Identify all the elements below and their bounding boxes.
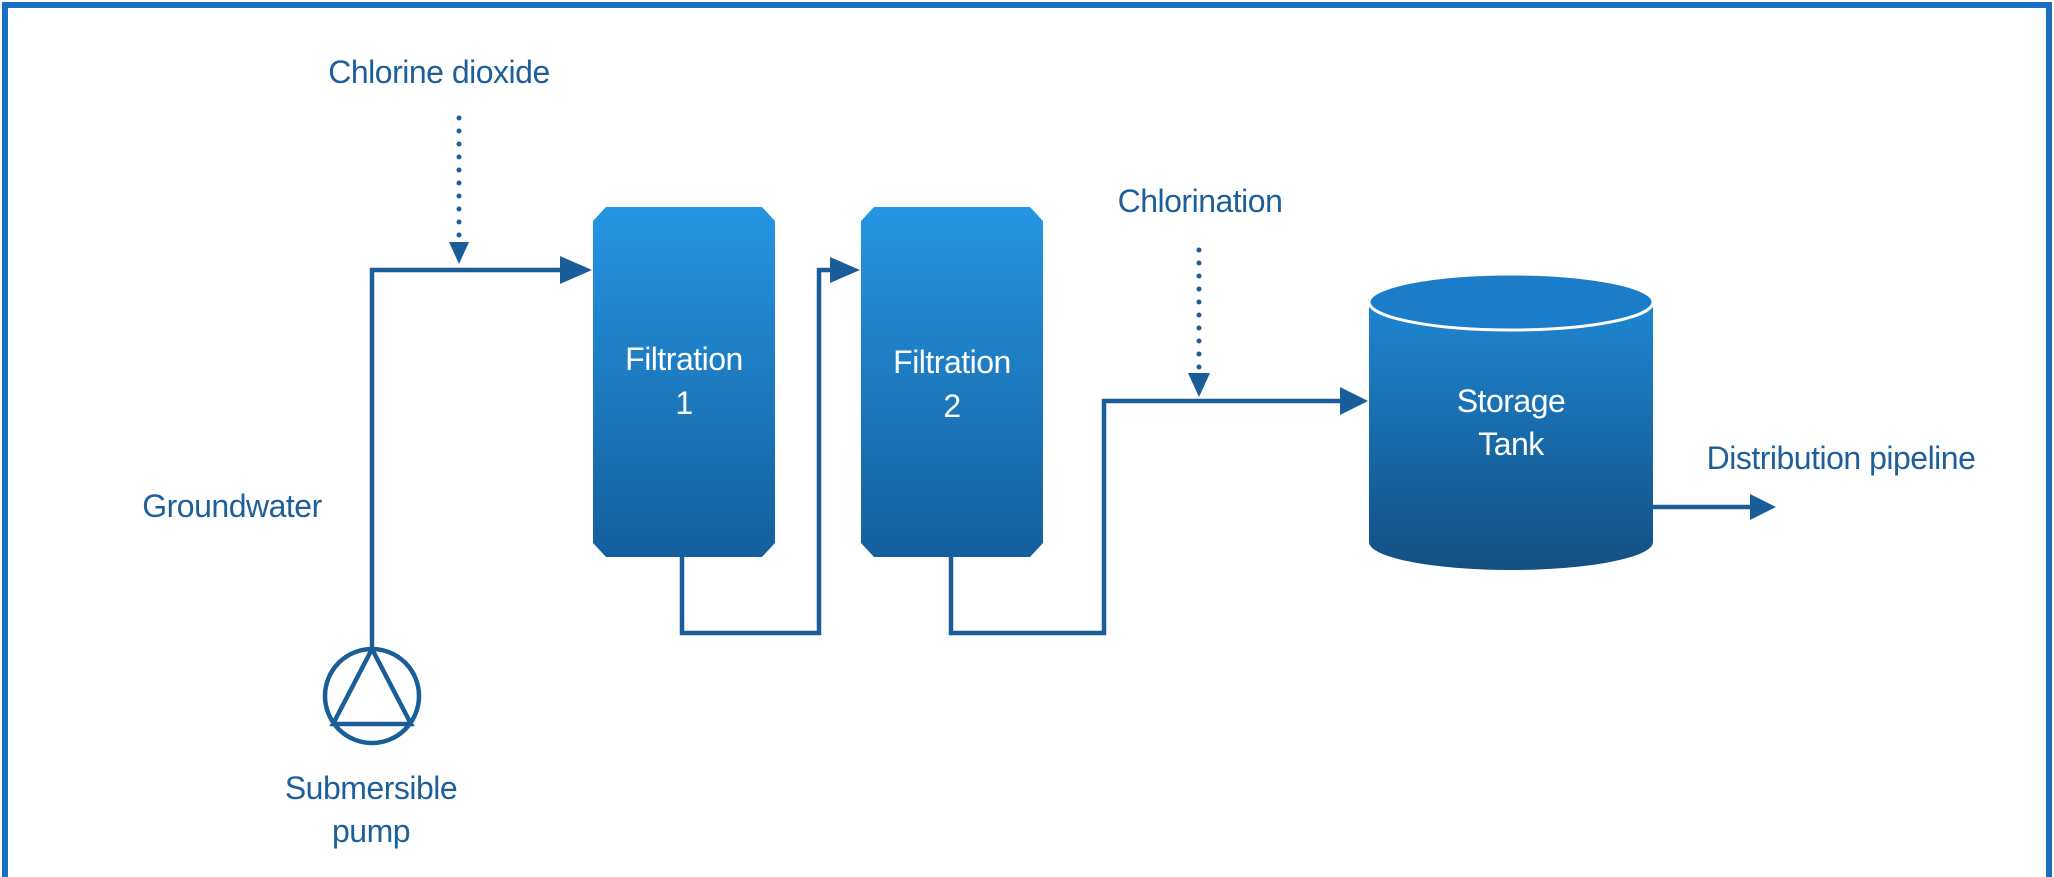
inlet-arrow-storage-tank [1340, 387, 1368, 415]
chlorine-dioxide-arrow-icon [449, 242, 469, 264]
filtration-2-label-line-1: Filtration [893, 344, 1011, 380]
pipe-f1-to-f2 [679, 267, 830, 636]
filtration-1-vessel [593, 207, 775, 557]
storage-tank-label-line-1: Storage [1457, 383, 1566, 419]
submersible-pump-label-line-2: pump [332, 813, 410, 849]
filtration-2-label-line-2: 2 [943, 388, 960, 424]
groundwater-pipe [369, 267, 560, 651]
submersible-pump-label-line-1: Submersible [285, 770, 457, 806]
chlorine-dioxide-label: Chlorine dioxide [328, 54, 549, 90]
inlet-arrow-filtration-2 [830, 257, 860, 283]
distribution-pipeline-label: Distribution pipeline [1707, 440, 1976, 476]
storage-tank-top [1367, 272, 1655, 332]
pump-symbol-icon [322, 644, 422, 746]
filtration-1-label-line-2: 1 [675, 385, 692, 421]
distribution-arrow-icon [1750, 494, 1776, 520]
pipe-f2-to-tank [948, 398, 1340, 636]
filtration-1-label-line-1: Filtration [625, 341, 743, 377]
filtration-2-vessel [861, 207, 1043, 557]
chlorination-label: Chlorination [1118, 183, 1283, 219]
groundwater-label: Groundwater [142, 488, 322, 524]
storage-tank-body [1369, 302, 1653, 570]
chlorination-arrow-icon [1188, 373, 1210, 397]
storage-tank-label-line-2: Tank [1478, 426, 1545, 462]
inlet-arrow-filtration-1 [560, 256, 592, 284]
